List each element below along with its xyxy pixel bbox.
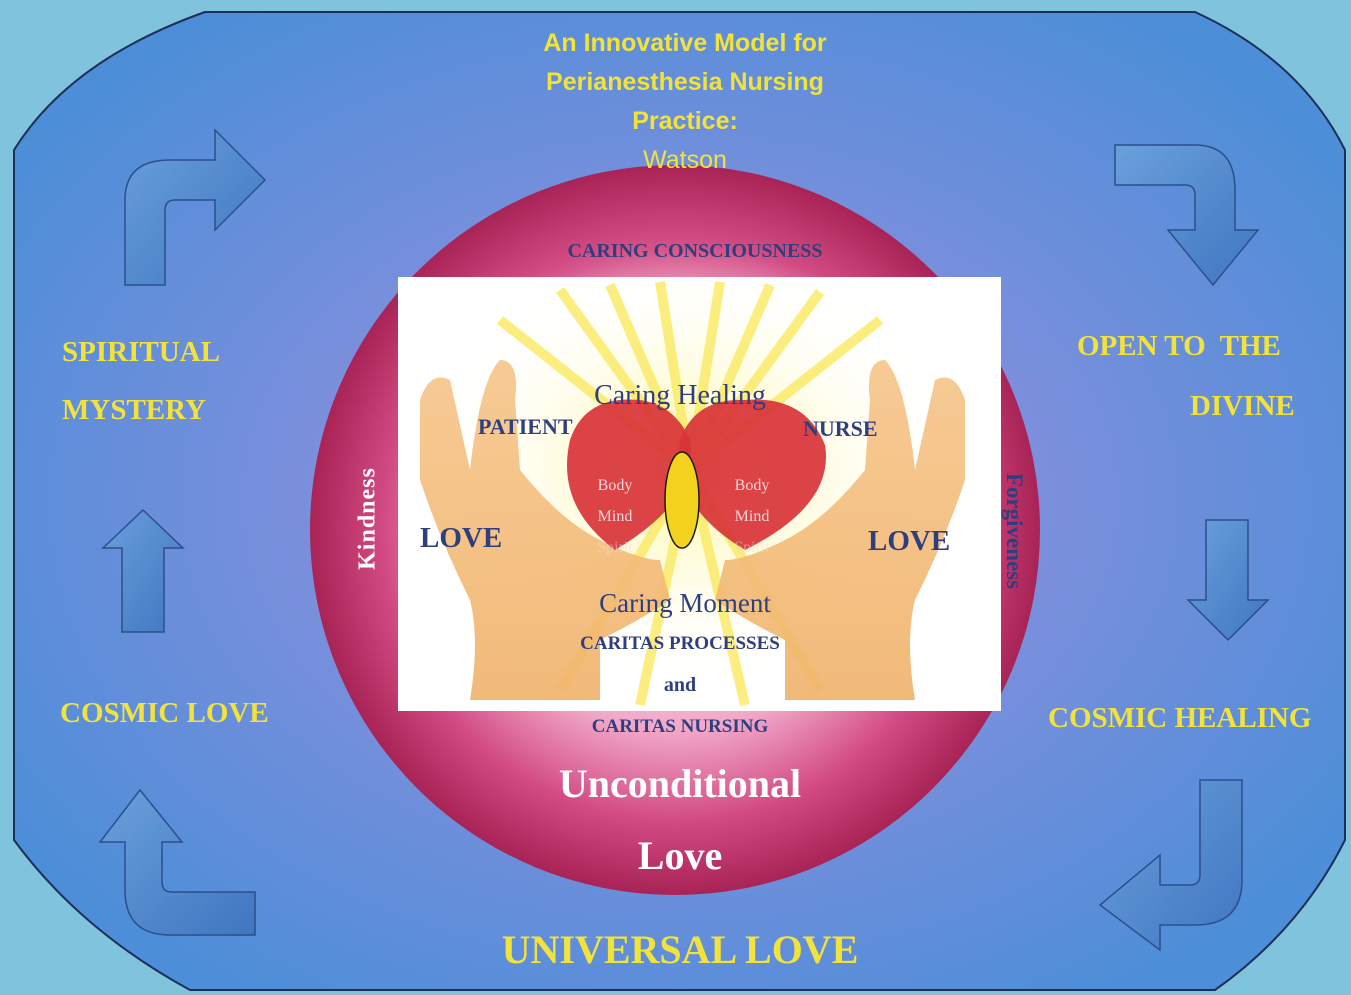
right-heart-body: Body — [722, 470, 782, 501]
label-caring-healing: Caring Healing — [560, 380, 800, 412]
label-caring-moment: Caring Moment — [540, 588, 830, 619]
label-kindness: Kindness — [355, 464, 382, 574]
left-heart-text: Body Mind Spirit — [585, 470, 645, 563]
label-love-left: LOVE — [420, 522, 502, 555]
right-heart-mind: Mind — [722, 501, 782, 532]
label-cosmic-love: COSMIC LOVE — [60, 697, 269, 730]
label-forgiveness: Forgiveness — [1001, 461, 1027, 601]
union-oval — [665, 452, 699, 548]
title-line-2: Perianesthesia Nursing — [490, 63, 880, 102]
diagram-title: An Innovative Model for Perianesthesia N… — [490, 24, 880, 180]
left-heart-mind: Mind — [585, 501, 645, 532]
left-heart-spirit: Spirit — [585, 532, 645, 563]
label-universal-love: UNIVERSAL LOVE — [440, 926, 920, 973]
right-heart-spirit: Spirit — [722, 532, 782, 563]
label-and: and — [640, 674, 720, 697]
right-heart-text: Body Mind Spirit — [722, 470, 782, 563]
label-divine: DIVINE — [1190, 390, 1295, 423]
label-cosmic-healing: COSMIC HEALING — [1048, 702, 1311, 735]
title-line-1: An Innovative Model for — [490, 24, 880, 63]
title-author: Watson — [490, 141, 880, 180]
label-caring-consciousness: CARING CONSCIOUSNESS — [480, 240, 910, 263]
label-caritas-processes: CARITAS PROCESSES — [520, 633, 840, 655]
label-open-to-the: OPEN TO THE — [1077, 330, 1281, 363]
label-spiritual: SPIRITUAL — [62, 336, 220, 369]
title-line-3: Practice: — [490, 102, 880, 141]
label-mystery: MYSTERY — [62, 394, 206, 427]
left-heart-body: Body — [585, 470, 645, 501]
label-patient: PATIENT — [478, 414, 573, 440]
label-love: Love — [560, 832, 800, 879]
label-love-right: LOVE — [868, 525, 950, 558]
label-unconditional: Unconditional — [460, 760, 900, 807]
label-nurse: NURSE — [803, 416, 878, 442]
label-caritas-nursing: CARITAS NURSING — [500, 716, 860, 738]
